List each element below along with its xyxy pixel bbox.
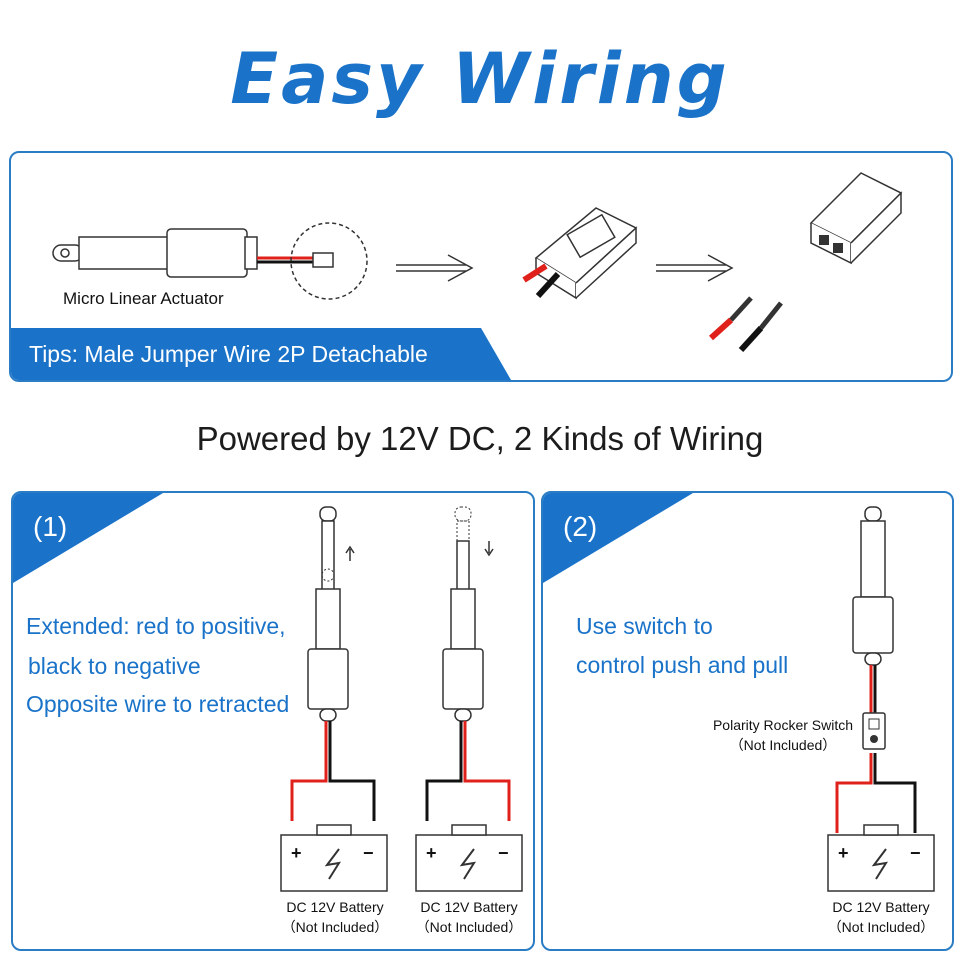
panel-number: (1)	[33, 511, 68, 542]
panel-corner	[13, 493, 163, 583]
instruction-line: control push and pull	[576, 652, 789, 678]
battery-icon	[827, 824, 935, 892]
switch-label: Polarity Rocker Switch	[712, 717, 854, 733]
battery-plus: +	[291, 843, 302, 863]
battery-minus: −	[910, 843, 921, 863]
subtitle: Powered by 12V DC, 2 Kinds of Wiring	[196, 420, 764, 457]
battery-note: （Not Included）	[827, 919, 935, 935]
rocker-switch-icon	[862, 712, 886, 750]
wiring-lines	[835, 753, 917, 833]
actuator-label: Micro Linear Actuator	[63, 289, 224, 308]
connector-socket-icon	[809, 172, 903, 265]
arrow-right-icon	[396, 254, 474, 282]
jumper-pins-icon	[708, 296, 783, 353]
battery-label: DC 12V Battery	[420, 899, 518, 915]
switch-note: （Not Included）	[729, 737, 837, 753]
wiring-panel-1: (1) Extended: red to positive, black to …	[11, 491, 535, 951]
connector-plug-icon	[522, 207, 638, 300]
battery-minus: −	[363, 843, 374, 863]
battery-note: （Not Included）	[415, 919, 523, 935]
battery-icon	[415, 824, 523, 892]
panel-number: (2)	[563, 511, 598, 542]
instruction-line: black to negative	[28, 653, 201, 679]
instruction-line: Opposite wire to retracted	[26, 691, 290, 717]
arrow-right-icon	[656, 254, 734, 282]
battery-plus: +	[838, 843, 849, 863]
connector-panel: Micro Linear Actuator Tips: Male Jumper …	[9, 151, 953, 382]
battery-label: DC 12V Battery	[286, 899, 384, 915]
tips-banner: Tips: Male Jumper Wire 2P Detachable	[11, 328, 511, 380]
page-title: Easy Wiring	[230, 38, 730, 120]
battery-label: DC 12V Battery	[832, 899, 930, 915]
battery-note: （Not Included）	[281, 919, 389, 935]
wiring-panel-2: (2) Use switch to control push and pull …	[541, 491, 954, 951]
actuator-retracted-icon	[425, 506, 511, 821]
battery-minus: −	[498, 843, 509, 863]
instruction-line: Extended: red to positive,	[26, 613, 286, 639]
micro-actuator-icon	[52, 222, 368, 300]
actuator-extended-icon	[290, 506, 376, 821]
actuator-icon	[852, 506, 894, 713]
instruction-line: Use switch to	[576, 613, 713, 639]
panel-corner	[543, 493, 693, 583]
battery-plus: +	[426, 843, 437, 863]
battery-icon	[280, 824, 388, 892]
